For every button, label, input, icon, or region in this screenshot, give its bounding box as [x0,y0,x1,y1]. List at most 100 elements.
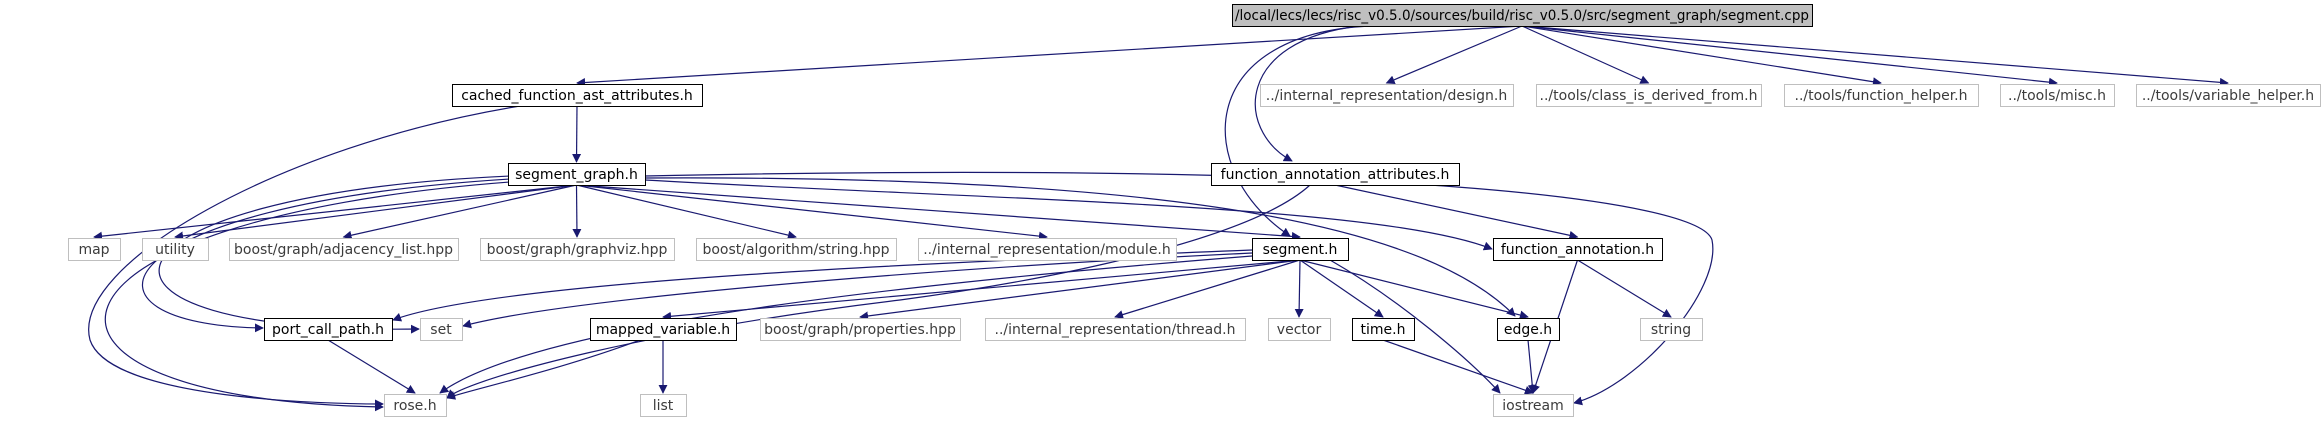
node-graphviz-box [480,238,675,261]
node-cached[interactable]: cached_function_ast_attributes.h [452,84,703,107]
edge-time-to-iostream [1382,339,1534,395]
node-mapvar-box [590,318,737,341]
node-derived-label: ../tools/class_is_derived_from.h [1540,88,1758,104]
edge-portcall-to-rose [327,339,416,394]
node-portcall-box [264,318,393,341]
node-list: list [640,394,687,417]
node-cached-box [452,84,703,107]
node-faa-box [1211,163,1460,186]
edge-segh-to-time [1299,259,1384,318]
node-time-label: time.h [1361,322,1406,338]
node-set: set [420,318,463,341]
node-props-box [760,318,961,341]
edge-funcann-to-string [1577,259,1672,318]
node-map-label: map [78,242,109,258]
node-set-label: set [430,322,452,338]
node-derived: ../tools/class_is_derived_from.h [1536,84,1762,107]
node-graphviz: boost/graph/graphviz.hpp [480,238,675,261]
node-adjlist-box [229,238,459,261]
edge-seggraph-to-edge [644,177,1516,317]
node-varhelper-label: ../tools/variable_helper.h [2142,88,2314,104]
node-seggraph-box [508,163,646,186]
node-design-box [1260,84,1514,107]
node-adjlist: boost/graph/adjacency_list.hpp [229,238,459,261]
node-iostream: iostream [1493,394,1574,417]
edge-seggraph-to-adjlist [342,184,577,240]
node-faa-label: function_annotation_attributes.h [1221,167,1450,183]
edge-segh-to-set [462,252,1253,329]
node-funcann-box [1493,238,1663,261]
node-varhelper-box [2136,84,2321,107]
node-edge-label: edge.h [1504,322,1552,338]
node-string: string [1640,318,1703,341]
edge-root-to-design [1385,25,1523,85]
node-portcall[interactable]: port_call_path.h [264,318,393,341]
node-rose-box [384,394,447,417]
node-seggraph[interactable]: segment_graph.h [508,163,646,186]
edge-seggraph-to-portcall [141,178,511,333]
node-funchelper-box [1784,84,1979,107]
edge-seggraph-to-segh [576,184,1301,241]
node-rose: rose.h [384,394,447,417]
node-string-label: string [1651,322,1691,338]
node-thread-box [985,318,1246,341]
node-module: ../internal_representation/module.h [918,238,1177,261]
node-mapvar[interactable]: mapped_variable.h [590,318,737,341]
edge-root-to-segh [1224,25,1371,237]
edge-mapvar-to-rose [446,339,641,400]
node-thread: ../internal_representation/thread.h [985,318,1246,341]
node-module-label: ../internal_representation/module.h [923,242,1171,258]
node-vector: vector [1268,318,1331,341]
edge-root-to-derived [1521,25,1650,84]
node-design-label: ../internal_representation/design.h [1266,88,1508,104]
edge-segh-to-props [859,259,1301,321]
edge-root-to-funchelper [1521,25,1882,87]
node-module-box [918,238,1177,261]
node-root-box [1232,4,1813,27]
node-string-box [1640,318,1703,341]
nodes-layer: /local/lecs/lecs/risc_v0.5.0/sources/bui… [68,4,2321,417]
node-time[interactable]: time.h [1352,318,1415,341]
node-funcann-label: function_annotation.h [1501,242,1654,258]
node-list-label: list [653,398,674,414]
node-root[interactable]: /local/lecs/lecs/risc_v0.5.0/sources/bui… [1232,4,1813,27]
edge-seggraph-to-map [93,184,577,241]
edge-segh-to-rose [439,255,1253,394]
edge-seggraph-to-algstr [576,184,797,240]
edge-segh-to-edge [1299,259,1529,320]
edge-segh-to-iostream [1329,259,1501,394]
node-adjlist-label: boost/graph/adjacency_list.hpp [234,242,453,258]
edge-root-to-misc [1521,25,2058,87]
node-thread-label: ../internal_representation/thread.h [995,322,1236,338]
node-map: map [68,238,121,261]
edge-faa-to-funcann [1334,184,1579,240]
node-segh-label: segment.h [1263,242,1338,258]
node-cached-label: cached_function_ast_attributes.h [461,88,693,104]
node-utility-label: utility [155,242,195,258]
node-algstr-box [696,238,897,261]
node-faa[interactable]: function_annotation_attributes.h [1211,163,1460,186]
edge-faa-to-rose [446,184,1311,399]
node-rose-label: rose.h [393,398,436,414]
node-props: boost/graph/properties.hpp [760,318,961,341]
node-edge[interactable]: edge.h [1497,318,1560,341]
edge-seggraph-to-funcann [644,179,1493,251]
node-map-box [68,238,121,261]
node-misc-box [2000,84,2115,107]
node-iostream-box [1493,394,1574,417]
edge-root-to-cached [576,25,1523,88]
node-funcann[interactable]: function_annotation.h [1493,238,1663,261]
node-portcall-label: port_call_path.h [272,322,384,338]
edges-layer [88,25,2229,412]
node-utility-box [142,238,209,261]
node-vector-box [1268,318,1331,341]
edge-seggraph-to-graphviz [572,184,582,238]
node-algstr: boost/algorithm/string.hpp [696,238,897,261]
node-segh[interactable]: segment.h [1252,238,1349,261]
node-utility: utility [142,238,209,261]
node-graphviz-label: boost/graph/graphviz.hpp [487,242,668,258]
edge-seggraph-to-module [576,184,1048,241]
node-funchelper: ../tools/function_helper.h [1784,84,1979,107]
node-time-box [1352,318,1415,341]
